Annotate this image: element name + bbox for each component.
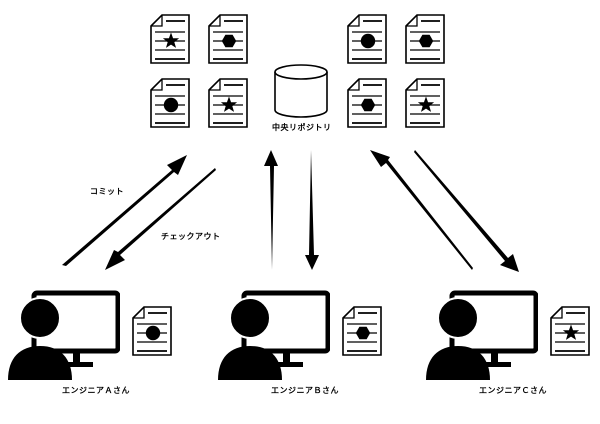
repository-document bbox=[150, 14, 190, 64]
person-at-computer-icon bbox=[426, 293, 536, 380]
engineer-document bbox=[132, 306, 172, 356]
person-at-computer-icon bbox=[8, 293, 118, 380]
commit-arrow-c bbox=[370, 150, 473, 270]
repository-document bbox=[150, 78, 190, 128]
engineer-workstation bbox=[426, 293, 590, 380]
engineer-b-label: エンジニアＢさん bbox=[271, 386, 339, 395]
circle-icon bbox=[145, 325, 161, 341]
circle-icon bbox=[163, 97, 179, 113]
repository-document bbox=[208, 78, 248, 128]
arrows bbox=[62, 150, 519, 272]
repository-document bbox=[347, 78, 387, 128]
circle-icon bbox=[360, 33, 376, 49]
engineer-workstation bbox=[8, 293, 172, 380]
engineer-document bbox=[550, 306, 590, 356]
checkout-label: チェックアウト bbox=[161, 232, 221, 241]
repository-label: 中央リポジトリ bbox=[272, 123, 332, 132]
commit-label: コミット bbox=[90, 187, 124, 196]
engineer-c-label: エンジニアＣさん bbox=[479, 386, 547, 395]
engineer-workstation bbox=[218, 293, 382, 380]
checkout-arrow-a bbox=[105, 168, 216, 270]
checkout-arrow-c bbox=[414, 150, 519, 272]
engineers bbox=[8, 293, 590, 380]
commit-arrow-b bbox=[264, 150, 278, 270]
database-cylinder-icon bbox=[274, 64, 328, 118]
repository-document bbox=[208, 14, 248, 64]
repository-document bbox=[347, 14, 387, 64]
repository-document bbox=[405, 14, 445, 64]
engineer-a-label: エンジニアＡさん bbox=[62, 386, 130, 395]
repository-document bbox=[405, 78, 445, 128]
commit-arrow-a bbox=[62, 155, 187, 266]
person-at-computer-icon bbox=[218, 293, 328, 380]
checkout-arrow-b bbox=[305, 150, 319, 270]
engineer-document bbox=[342, 306, 382, 356]
